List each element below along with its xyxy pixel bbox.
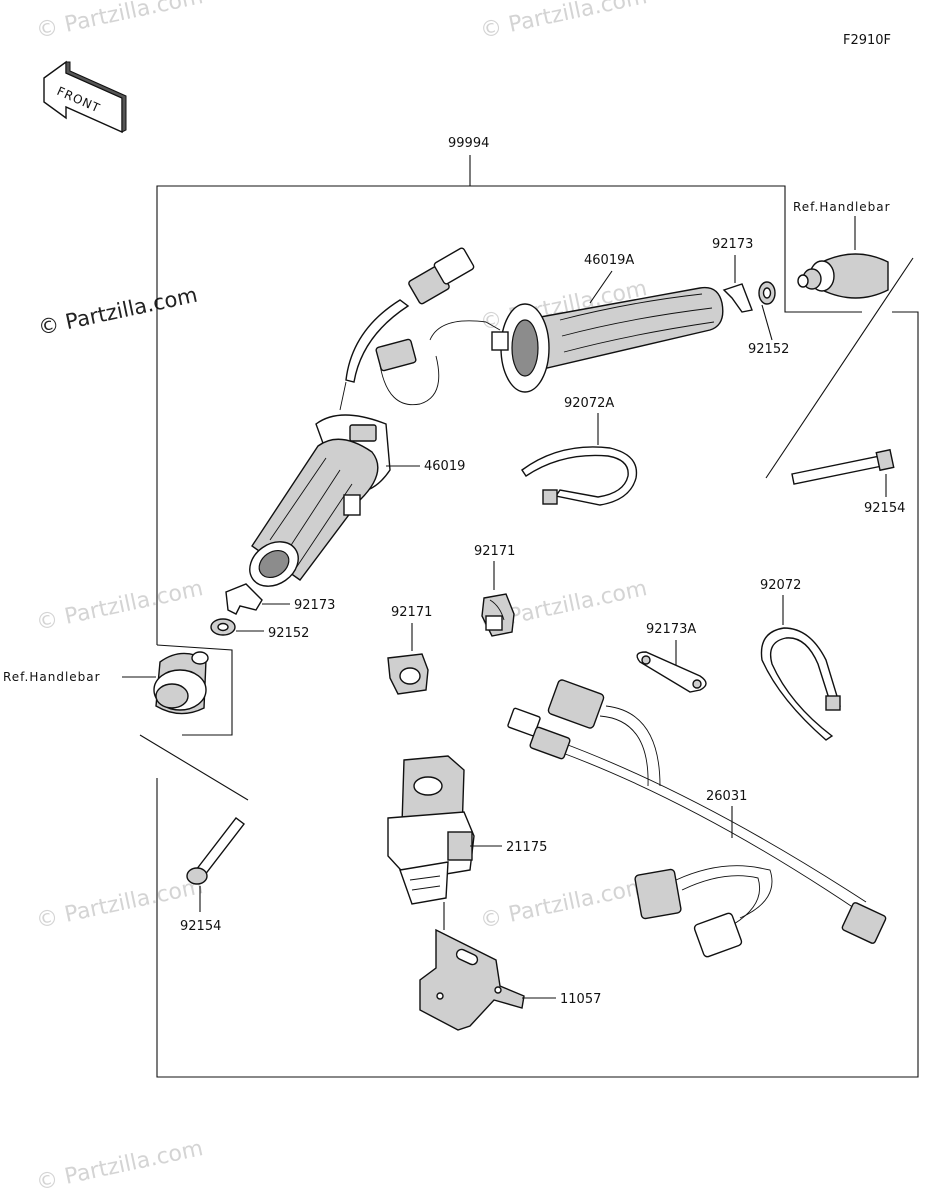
label-ref-handlebar-left: Ref.Handlebar [3, 670, 101, 684]
label-46019A: 46019A [584, 253, 634, 268]
leader-46019A [589, 270, 613, 304]
label-92173-left: 92173 [294, 598, 335, 613]
label-99994: 99994 [448, 136, 489, 151]
bracket-11057 [419, 928, 525, 1031]
clip-92173-right [722, 283, 753, 313]
label-92072: 92072 [760, 578, 801, 593]
label-92072A: 92072A [564, 396, 614, 411]
right-grip-46019A [491, 286, 724, 393]
label-21175: 21175 [506, 840, 547, 855]
label-46019: 46019 [424, 459, 465, 474]
bolt-92154-left [186, 817, 245, 885]
watermark: © Partzilla.com [478, 0, 649, 44]
wire-harness-46019 [339, 247, 501, 411]
handlebar-end-right [797, 216, 889, 299]
tie-band-92072A [521, 446, 638, 506]
watermark: © Partzilla.com [34, 1136, 205, 1196]
label-92154-left: 92154 [180, 919, 221, 934]
label-11057: 11057 [560, 992, 601, 1007]
label-92152-right: 92152 [748, 342, 789, 357]
front-arrow-icon: FRONT [43, 60, 127, 134]
left-grip-46019 [249, 414, 391, 587]
clamp-92171-left [387, 653, 429, 695]
leader-92152-right [761, 304, 773, 341]
wire-harness-26031 [507, 679, 887, 958]
tie-band-92072 [760, 627, 841, 741]
label-92171-top: 92171 [474, 544, 515, 559]
watermark: © Partzilla.com [34, 0, 205, 44]
bolt-92154-right [791, 448, 895, 485]
label-92173-right: 92173 [712, 237, 753, 252]
bracket-handlebar-left [156, 644, 233, 736]
label-ref-handlebar-right: Ref.Handlebar [793, 200, 891, 214]
label-92173A: 92173A [646, 622, 696, 637]
clip-92173-left [225, 583, 263, 615]
kit-frame-bottom [156, 311, 919, 1078]
watermark: © Partzilla.com [34, 576, 205, 636]
label-92154-right: 92154 [864, 501, 905, 516]
collar-92152-right [758, 281, 776, 305]
label-26031: 26031 [706, 789, 747, 804]
label-92171-left: 92171 [391, 605, 432, 620]
clamp-92171-top [481, 593, 515, 637]
handlebar-end-left [153, 651, 209, 715]
collar-92152-left [210, 618, 236, 636]
label-92152-left: 92152 [268, 626, 309, 641]
watermark-layer: © Partzilla.com © Partzilla.com © Partzi… [34, 0, 649, 1196]
relay-21175 [387, 755, 475, 905]
ref-line-left [139, 734, 249, 801]
watermark: © Partzilla.com [478, 874, 649, 934]
ref-line-right [765, 257, 914, 479]
bracket-92173A [636, 651, 707, 693]
diagram-code: F2910F [843, 33, 891, 48]
kit-frame-top [156, 185, 862, 645]
watermark-main: © Partzilla.com [36, 283, 200, 340]
